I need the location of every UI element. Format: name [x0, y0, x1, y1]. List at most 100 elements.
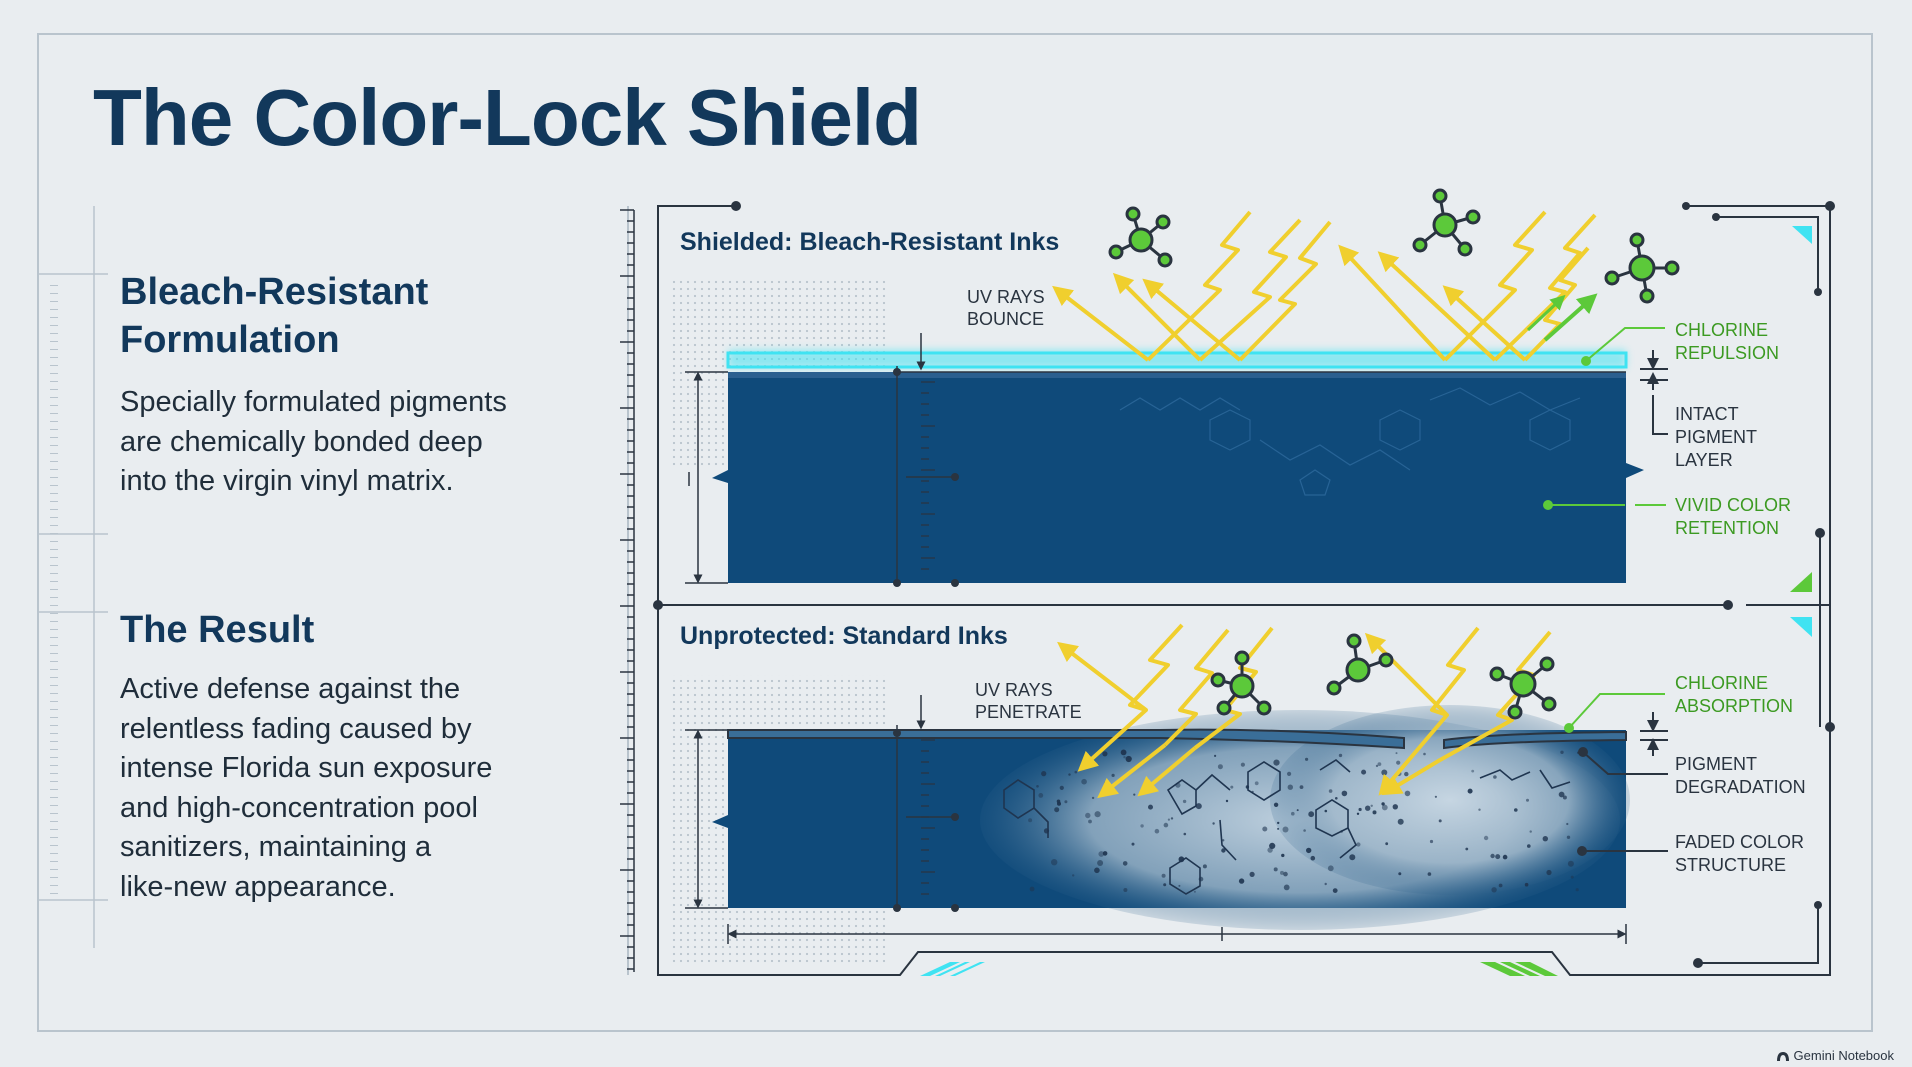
particle — [1198, 876, 1204, 882]
particle — [1028, 818, 1033, 823]
particle — [1381, 769, 1388, 776]
particle — [1404, 790, 1411, 797]
particle — [1245, 785, 1250, 789]
particle — [1287, 771, 1292, 777]
particle — [1131, 842, 1135, 846]
accent-stripes-cyan — [920, 962, 985, 976]
particle — [1178, 884, 1181, 887]
particle — [1273, 802, 1279, 807]
callout-dots — [1543, 356, 1591, 510]
footer-brand-label: Gemini Notebook — [1793, 1048, 1894, 1063]
body-line: are chemically bonded deep — [120, 425, 483, 458]
particle — [1310, 855, 1316, 861]
faded-region — [1270, 705, 1630, 895]
callout-lines-shielded — [1548, 327, 1668, 506]
particle — [1183, 832, 1187, 836]
repulsion-arrows — [1526, 293, 1598, 342]
body-line: intense Florida sun exposure — [120, 752, 493, 784]
particle — [1273, 759, 1280, 766]
callout-chlorine-repulsion: CHLORINE REPULSION — [1675, 320, 1779, 363]
callout-line: STRUCTURE — [1675, 855, 1786, 875]
particle — [1104, 781, 1109, 786]
particle — [1102, 851, 1108, 856]
callout-line: DEGRADATION — [1675, 777, 1806, 797]
particle — [1230, 785, 1234, 789]
particle — [1490, 853, 1495, 859]
particle — [1212, 822, 1215, 825]
particle — [1254, 781, 1259, 786]
particle — [1041, 771, 1047, 777]
particle — [1043, 828, 1050, 834]
particle — [1273, 867, 1278, 872]
particle — [1098, 851, 1105, 857]
uv-label-line: BOUNCE — [967, 309, 1044, 329]
particle — [1054, 807, 1060, 813]
callout-line: VIVID COLOR — [1675, 495, 1791, 515]
particle — [1283, 871, 1288, 877]
particle — [1308, 811, 1315, 818]
particle — [1327, 865, 1334, 872]
panel-title-unprotected: Unprotected: Standard Inks — [680, 622, 1008, 650]
particle — [1182, 799, 1187, 804]
particle — [1299, 785, 1304, 789]
particle — [1123, 888, 1128, 892]
callout-line: CHLORINE — [1675, 673, 1768, 693]
particle — [1267, 847, 1273, 853]
particle — [1465, 847, 1469, 851]
particle — [1467, 788, 1473, 794]
particle — [1514, 808, 1518, 812]
particle — [1125, 755, 1132, 763]
particle — [1038, 793, 1044, 798]
callout-line: PIGMENT — [1675, 754, 1757, 774]
particle — [1140, 824, 1144, 828]
particle — [1303, 829, 1306, 832]
particle — [1427, 872, 1432, 876]
panel-tick-ruler — [620, 209, 635, 972]
callout-line: FADED COLOR — [1675, 832, 1804, 852]
particle — [1036, 785, 1039, 788]
particle — [1214, 754, 1217, 758]
callout-line: RETENTION — [1675, 518, 1779, 538]
chlorine-molecule-icon — [1210, 650, 1272, 716]
section-heading-result: The Result — [120, 606, 314, 654]
particle — [1051, 859, 1058, 866]
particle — [1567, 860, 1574, 867]
molecule-pattern — [1119, 387, 1581, 496]
callout-line: LAYER — [1675, 450, 1733, 470]
dimension-shielded — [685, 333, 1626, 584]
particle — [1123, 756, 1126, 759]
particle — [1251, 790, 1254, 793]
particle — [1262, 826, 1268, 832]
particle — [1372, 810, 1377, 815]
particle — [1438, 819, 1442, 823]
particle — [1217, 764, 1223, 770]
body-line: into the virgin vinyl matrix. — [120, 465, 454, 497]
particle — [1163, 822, 1169, 828]
particle — [1570, 875, 1574, 879]
left-ruler — [38, 206, 108, 948]
body-line: Specially formulated pigments — [120, 386, 507, 418]
callout-dots — [1577, 747, 1588, 856]
degradation-particles — [1028, 749, 1580, 893]
dimension-nodes — [893, 729, 959, 912]
particle — [1324, 809, 1328, 813]
particle — [1064, 800, 1068, 804]
particle — [1296, 809, 1299, 812]
particle — [1238, 878, 1245, 884]
particle — [1429, 839, 1434, 844]
particle — [1365, 805, 1371, 811]
body-line: Active defense against the — [120, 673, 461, 705]
particle — [1148, 804, 1153, 810]
body-line: relentless fading caused by — [120, 712, 472, 745]
particle — [1081, 778, 1087, 785]
particle — [1385, 842, 1389, 846]
particle — [1111, 773, 1115, 778]
particle — [1306, 847, 1312, 854]
particle — [1074, 770, 1078, 774]
callout-faded-color: FADED COLOR STRUCTURE — [1675, 832, 1809, 875]
particle — [1161, 873, 1166, 878]
particle — [1370, 804, 1373, 807]
dimension-unprotected — [685, 695, 1627, 944]
particle — [1356, 812, 1360, 815]
particle — [1349, 854, 1356, 861]
